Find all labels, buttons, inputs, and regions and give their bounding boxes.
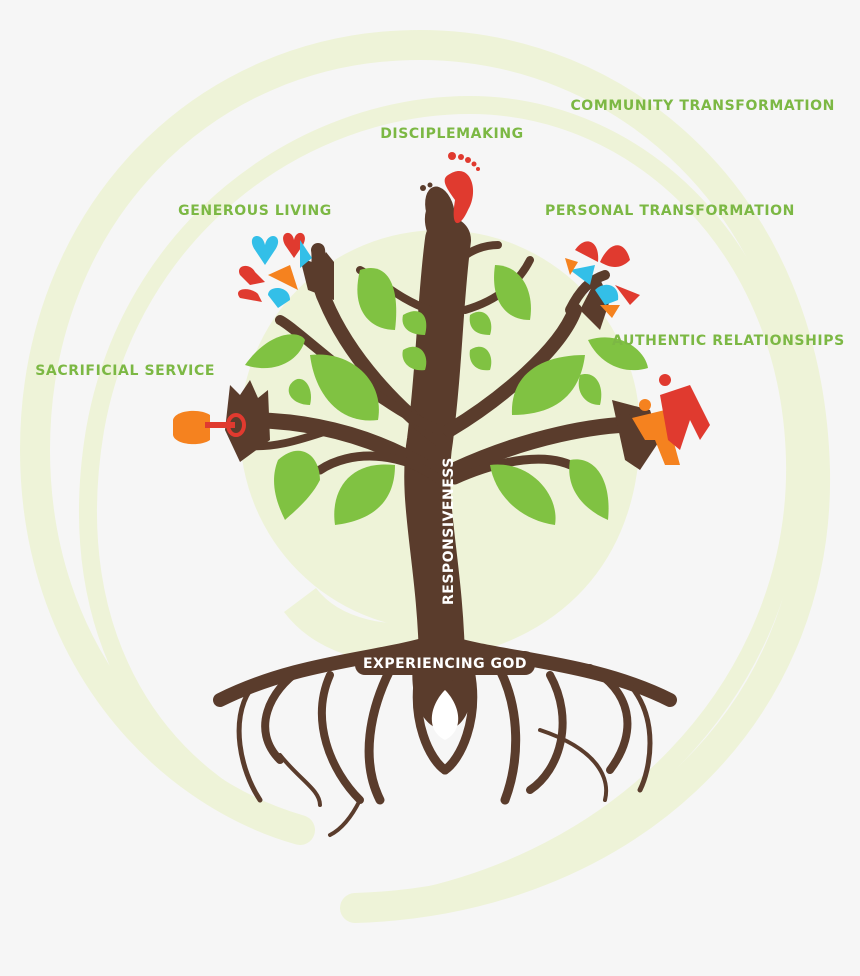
label-responsiveness: RESPONSIVENESS [441,457,457,605]
label-community-transformation: COMMUNITY TRANSFORMATION [570,98,835,114]
label-experiencing-god: EXPERIENCING GOD [363,656,527,672]
label-generous-living: GENEROUS LIVING [178,203,332,219]
leaves [245,265,648,525]
label-authentic-relationships: AUTHENTIC RELATIONSHIPS [612,333,845,349]
footprints-icon [420,152,480,234]
roots [213,633,677,837]
flower-icon [565,241,640,318]
label-personal-transformation: PERSONAL TRANSFORMATION [545,203,795,219]
hearts-icon [237,232,312,308]
label-sacrificial-service: SACRIFICIAL SERVICE [35,363,215,379]
shovel-icon [173,410,246,445]
root-gap [431,690,459,740]
root-label-backing [355,651,535,675]
people-icon [620,374,710,465]
label-disciplemaking: DISCIPLEMAKING [380,126,524,142]
